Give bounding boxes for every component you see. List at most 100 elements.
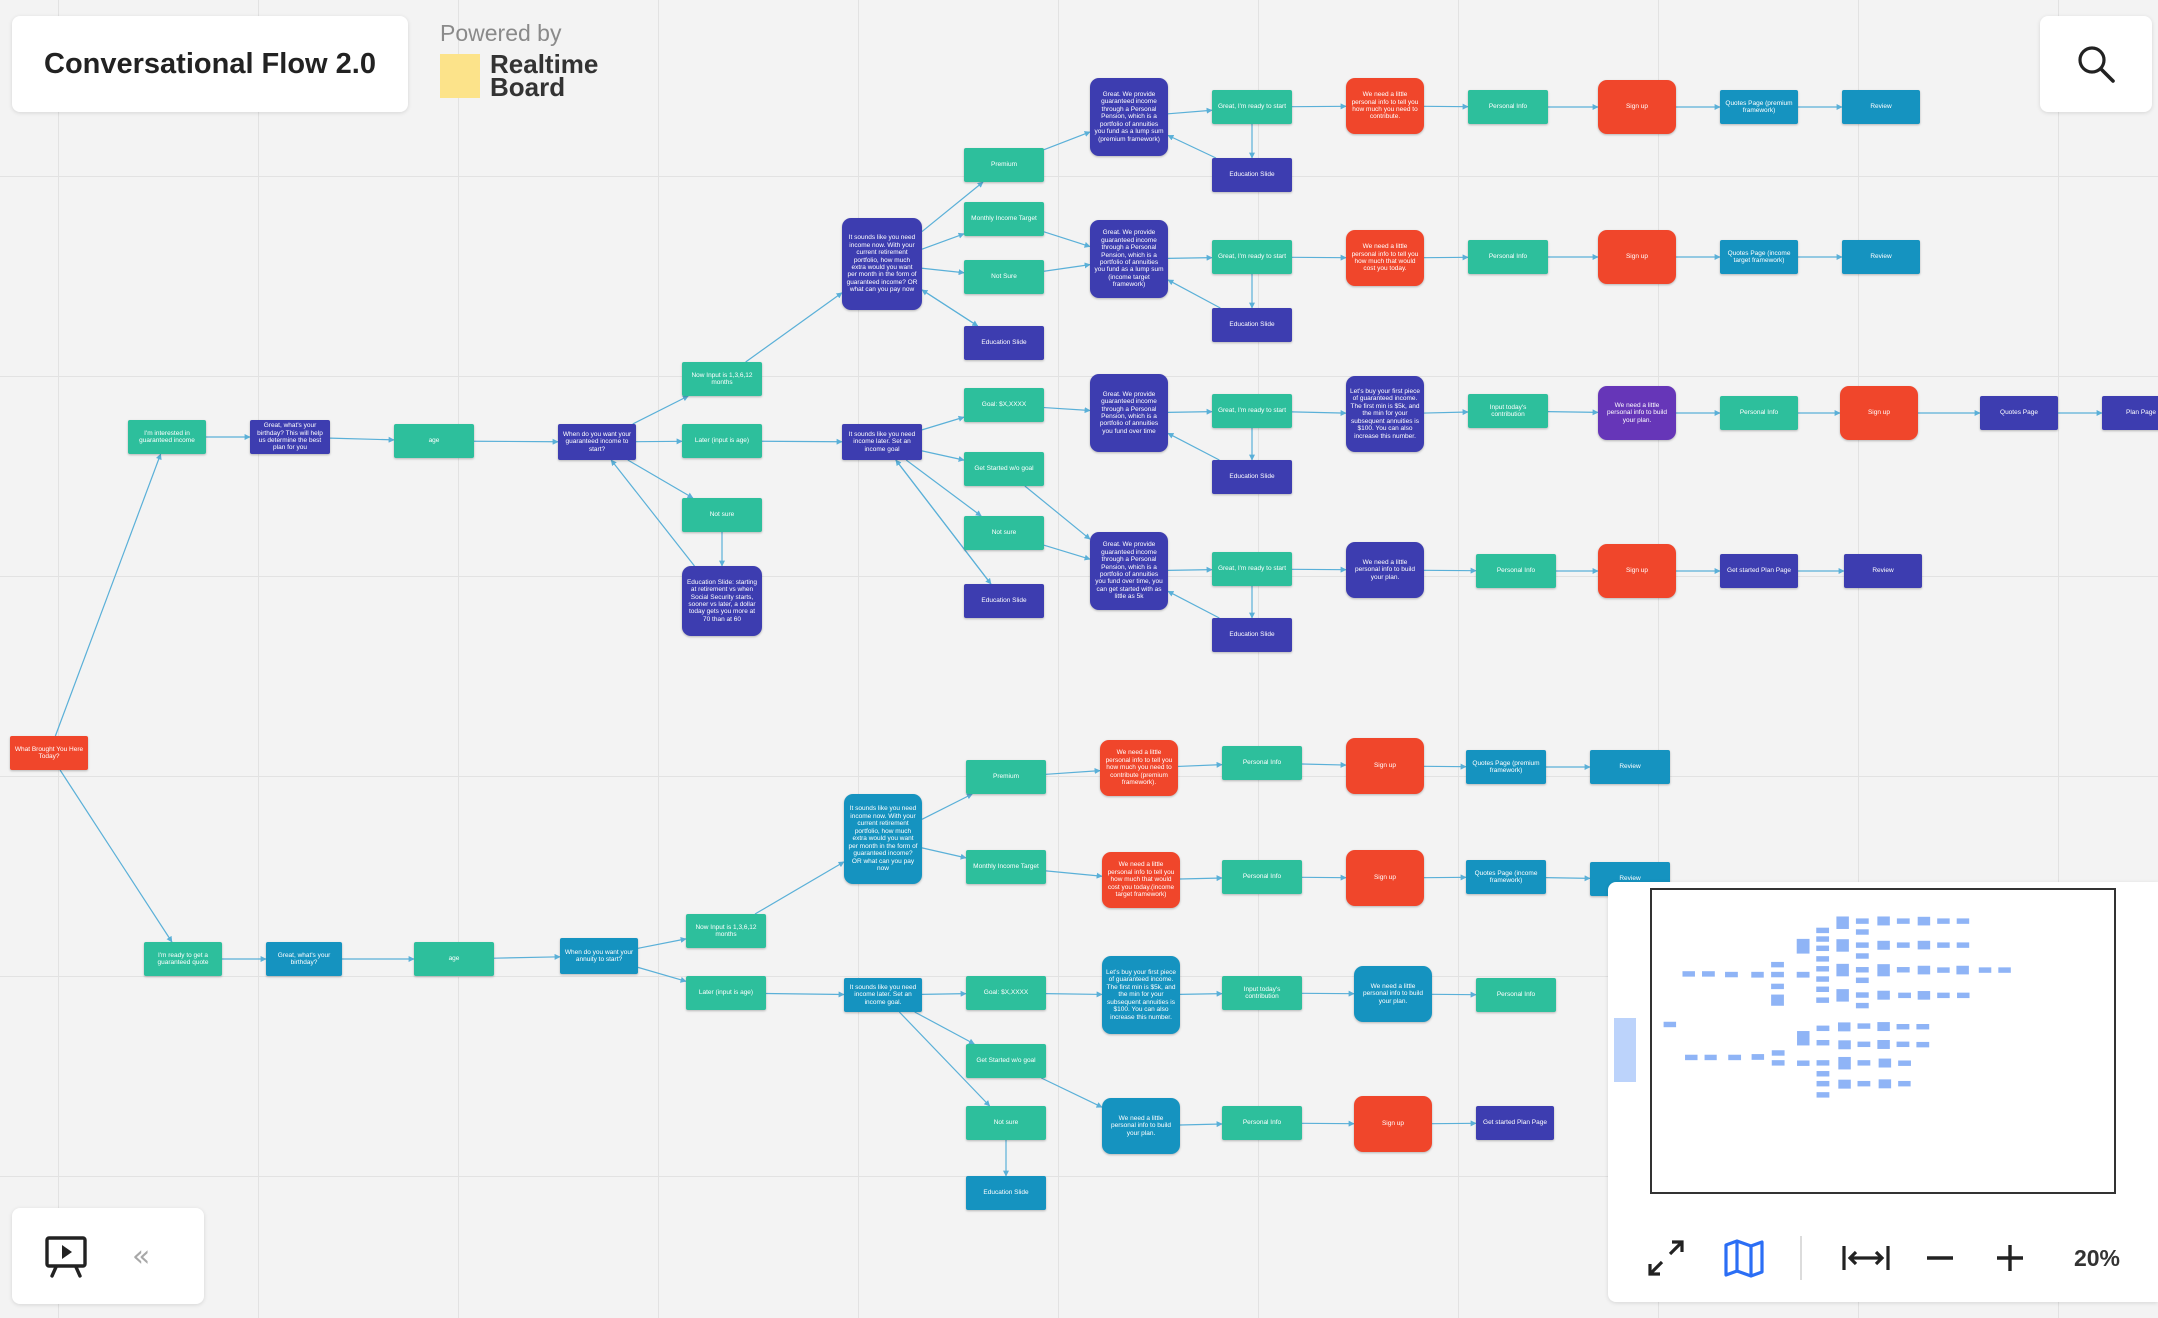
connector-b1-c3[interactable] (921, 267, 965, 276)
flow-node-j1[interactable]: Quotes Page (premium framework) (1720, 90, 1798, 124)
search-button[interactable] (2040, 16, 2152, 112)
flow-node-c8[interactable]: Education Slide (964, 584, 1044, 618)
connector-s2-t2[interactable] (1179, 875, 1223, 882)
minimap-viewport[interactable] (1650, 888, 2116, 1194)
connector-a6-b2[interactable] (761, 438, 843, 445)
flow-node-k2[interactable]: Review (1842, 240, 1920, 274)
flow-node-w1[interactable]: Review (1590, 750, 1670, 784)
connector-r1-s1[interactable] (1045, 768, 1101, 775)
flow-node-f4[interactable]: Education Slide (1212, 618, 1292, 652)
connector-v2-w2[interactable] (1545, 875, 1591, 882)
flow-node-r3[interactable]: Goal: $X,XXXX (966, 976, 1046, 1010)
flow-node-p4[interactable]: When do you want your annuity to start? (560, 938, 638, 974)
flow-node-r4[interactable]: Get Started w/o goal (966, 1044, 1046, 1078)
connector-a3-a4[interactable] (473, 438, 559, 445)
presentation-mode-button[interactable] (44, 1234, 88, 1278)
flow-node-b2[interactable]: It sounds like you need income later. Se… (842, 424, 922, 460)
flow-node-e3[interactable]: Great, I'm ready to start (1212, 394, 1292, 428)
flow-node-g4[interactable]: We need a little personal info to build … (1346, 542, 1424, 598)
flow-node-f2[interactable]: Education Slide (1212, 308, 1292, 342)
flow-node-v4[interactable]: Get started Plan Page (1476, 1106, 1554, 1140)
flow-node-t1[interactable]: Personal Info (1222, 746, 1302, 780)
zoom-in-button[interactable] (1988, 1228, 2032, 1288)
connector-r3-s3[interactable] (1045, 991, 1103, 998)
double-chevron-left-icon[interactable]: « (132, 1238, 151, 1274)
flow-node-a4[interactable]: When do you want your guaranteed income … (558, 424, 636, 460)
toggle-minimap-button[interactable] (1718, 1228, 1770, 1288)
connector-d4-e4[interactable] (1167, 566, 1213, 573)
connector-b1-c2[interactable] (921, 232, 965, 250)
flow-node-u2[interactable]: Sign up (1346, 850, 1424, 906)
connector-c5-d3[interactable] (1043, 406, 1091, 414)
flow-node-r6[interactable]: Education Slide (966, 1176, 1046, 1210)
flow-node-r5[interactable]: Not sure (966, 1106, 1046, 1140)
connector-c2-d2[interactable] (1043, 231, 1091, 248)
flow-node-i2[interactable]: Sign up (1598, 230, 1676, 284)
flow-node-a5[interactable]: Now Input is 1,3,6,12 months (682, 362, 762, 396)
flow-node-i3[interactable]: We need a little personal info to build … (1598, 386, 1676, 440)
connector-q2-r3[interactable] (921, 990, 967, 997)
connector-root-a1[interactable] (54, 453, 162, 737)
flow-node-a8[interactable]: Education Slide: starting at retirement … (682, 566, 762, 636)
flow-node-t2[interactable]: Personal Info (1222, 860, 1302, 894)
flow-node-s3[interactable]: Let's buy your first piece of guaranteed… (1102, 956, 1180, 1034)
connector-f1-d1[interactable] (1167, 134, 1217, 159)
flow-node-a7[interactable]: Not sure (682, 498, 762, 532)
flow-node-t4[interactable]: Personal Info (1222, 1106, 1302, 1140)
connector-e3-g3[interactable] (1291, 409, 1347, 416)
flow-node-e1[interactable]: Great, I'm ready to start (1212, 90, 1292, 124)
connector-c4-b1[interactable] (921, 289, 979, 327)
connector-a5-b1[interactable] (745, 292, 843, 363)
flow-node-a1[interactable]: I'm interested in guaranteed income (128, 420, 206, 454)
flow-node-r1[interactable]: Premium (966, 760, 1046, 794)
flow-node-h3[interactable]: Input today's contribution (1468, 394, 1548, 428)
connector-s4-t4[interactable] (1179, 1121, 1223, 1128)
connector-r4-s4[interactable] (1041, 1077, 1103, 1108)
connector-d2-e2[interactable] (1167, 254, 1213, 261)
flow-node-f1[interactable]: Education Slide (1212, 158, 1292, 192)
flow-node-h2[interactable]: Personal Info (1468, 240, 1548, 274)
zoom-level-button[interactable]: 20% (2056, 1228, 2138, 1288)
flow-node-p1[interactable]: I'm ready to get a guaranteed quote (144, 942, 222, 976)
connector-q1-r2[interactable] (921, 847, 967, 860)
connector-d3-e3[interactable] (1167, 408, 1213, 415)
connector-f3-d3[interactable] (1167, 432, 1220, 461)
flow-node-c7[interactable]: Not sure (964, 516, 1044, 550)
connector-p4-p6[interactable] (637, 966, 687, 983)
flow-node-k1[interactable]: Review (1842, 90, 1920, 124)
flow-node-t3[interactable]: Input today's contribution (1222, 976, 1302, 1010)
flow-node-c1[interactable]: Premium (964, 148, 1044, 182)
flow-node-f3[interactable]: Education Slide (1212, 460, 1292, 494)
connector-q2-r4[interactable] (914, 1011, 975, 1045)
flow-node-v1[interactable]: Quotes Page (premium framework) (1466, 750, 1546, 784)
flow-node-a6[interactable]: Later (input is age) (682, 424, 762, 458)
flow-node-d4[interactable]: Great. We provide guaranteed income thro… (1090, 532, 1168, 610)
flow-node-i1[interactable]: Sign up (1598, 80, 1676, 134)
flow-node-u1[interactable]: Sign up (1346, 738, 1424, 794)
flow-node-h4[interactable]: Personal Info (1476, 554, 1556, 588)
flow-node-c3[interactable]: Not Sure (964, 260, 1044, 294)
flow-node-root[interactable]: What Brought You Here Today? (10, 736, 88, 770)
flow-node-j4[interactable]: Get started Plan Page (1720, 554, 1798, 588)
connector-s1-t1[interactable] (1177, 761, 1223, 768)
connector-b2-c5[interactable] (921, 415, 965, 431)
flow-node-u4[interactable]: Sign up (1354, 1096, 1432, 1152)
flow-node-l3[interactable]: Quotes Page (1980, 396, 2058, 430)
connector-a4-a5[interactable] (632, 395, 689, 425)
flow-node-c5[interactable]: Goal: $X,XXXX (964, 388, 1044, 422)
flow-node-c2[interactable]: Monthly Income Target (964, 202, 1044, 236)
connector-b1-c4[interactable] (921, 289, 979, 327)
connector-t1-u1[interactable] (1301, 761, 1347, 768)
flow-node-g1[interactable]: We need a little personal info to tell y… (1346, 78, 1424, 134)
connector-a2-a3[interactable] (329, 436, 395, 443)
flow-node-s2[interactable]: We need a little personal info to tell y… (1102, 852, 1180, 908)
flow-node-g2[interactable]: We need a little personal info to tell y… (1346, 230, 1424, 286)
flow-node-u3[interactable]: We need a little personal info to build … (1354, 966, 1432, 1022)
connector-c1-d1[interactable] (1043, 131, 1091, 151)
flow-node-v2[interactable]: Quotes Page (income framework) (1466, 860, 1546, 894)
fit-to-screen-button[interactable] (1640, 1228, 1692, 1288)
flow-node-d2[interactable]: Great. We provide guaranteed income thro… (1090, 220, 1168, 298)
flow-node-e2[interactable]: Great, I'm ready to start (1212, 240, 1292, 274)
connector-b2-c6[interactable] (921, 450, 965, 462)
powered-by-badge[interactable]: Powered by Realtime Board (440, 20, 598, 100)
